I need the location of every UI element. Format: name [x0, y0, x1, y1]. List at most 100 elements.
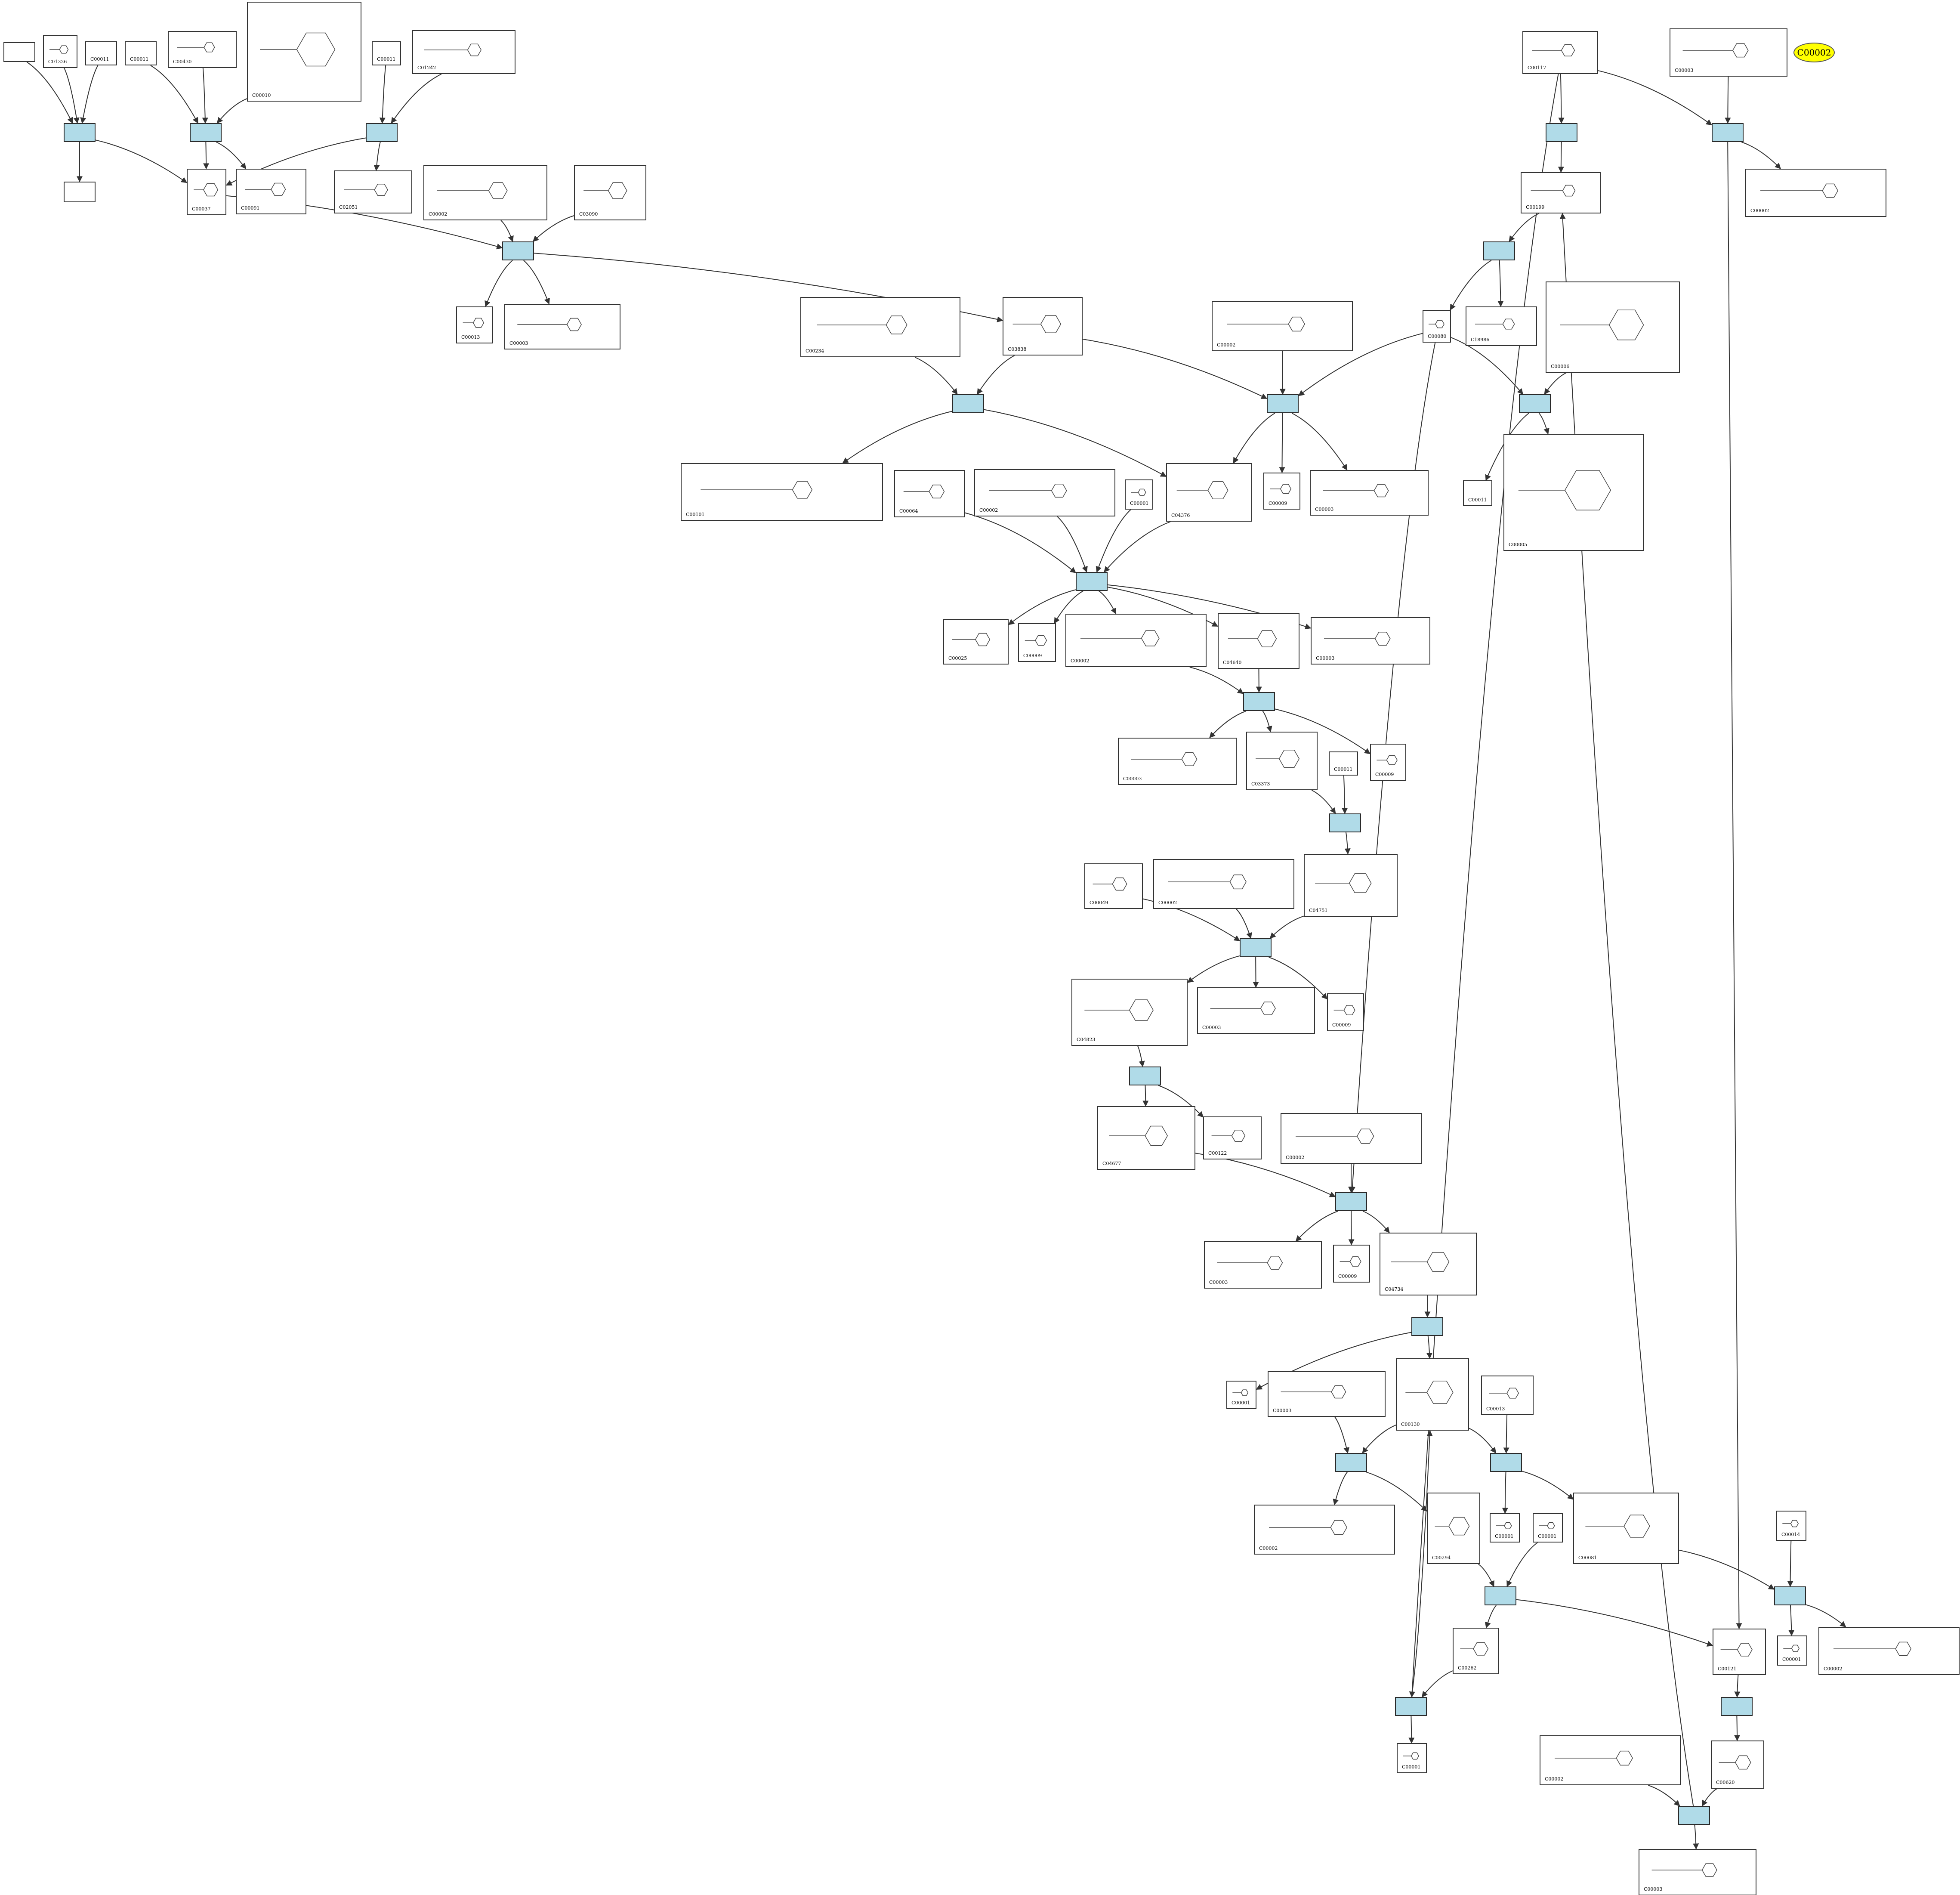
compound-node[interactable]: C00001 [1533, 1513, 1563, 1543]
structure-diagram-icon [1719, 1755, 1751, 1770]
compound-node[interactable]: C00002 [974, 469, 1115, 516]
compound-node[interactable]: C00009 [1370, 744, 1406, 781]
compound-node[interactable]: C00003 [1268, 1371, 1386, 1417]
compound-node[interactable]: C00013 [1481, 1376, 1534, 1415]
reaction-node[interactable] [1335, 1192, 1367, 1211]
reaction-node[interactable] [1483, 241, 1515, 260]
reaction-node[interactable] [1395, 1697, 1427, 1716]
compound-node[interactable]: C00091 [236, 169, 306, 214]
compound-node[interactable]: C01242 [412, 30, 515, 74]
reaction-node[interactable] [1129, 1067, 1161, 1085]
compound-node[interactable]: C00011 [125, 41, 157, 65]
compound-node[interactable]: C00001 [1125, 479, 1153, 510]
compound-node[interactable]: C00003 [1197, 987, 1315, 1034]
reaction-node[interactable] [1546, 123, 1577, 142]
reaction-node[interactable] [1712, 123, 1744, 142]
reaction-node[interactable] [1485, 1586, 1516, 1605]
compound-node[interactable]: C00003 [1310, 470, 1429, 516]
compound-node[interactable]: C00011 [372, 41, 401, 65]
reaction-node[interactable] [190, 123, 222, 142]
reaction-node[interactable] [1076, 572, 1108, 591]
reaction-node[interactable] [1267, 394, 1299, 413]
compound-node[interactable] [64, 182, 96, 202]
reaction-node[interactable] [366, 123, 398, 142]
compound-node[interactable]: C00003 [1118, 738, 1237, 785]
compound-node[interactable]: C00121 [1713, 1629, 1766, 1675]
compound-node[interactable]: C00001 [1490, 1513, 1520, 1543]
reaction-node[interactable] [1774, 1586, 1806, 1605]
highlight-compound-marker[interactable]: C00002 [1793, 43, 1835, 62]
compound-node[interactable]: C00009 [1327, 993, 1364, 1031]
compound-node[interactable] [3, 42, 35, 62]
compound-node[interactable]: C00080 [1423, 310, 1451, 343]
reaction-node[interactable] [64, 123, 96, 142]
reaction-node[interactable] [502, 241, 534, 260]
reaction-node[interactable] [1490, 1453, 1522, 1472]
compound-node[interactable]: C00009 [1018, 623, 1056, 662]
compound-node[interactable]: C03090 [574, 165, 646, 220]
compound-node[interactable]: C00234 [800, 297, 960, 357]
compound-node[interactable]: C00064 [894, 470, 965, 517]
compound-node[interactable]: C00620 [1711, 1740, 1764, 1789]
compound-node[interactable]: C00025 [943, 619, 1009, 665]
compound-node[interactable]: C00002 [1254, 1505, 1395, 1555]
reaction-node[interactable] [952, 394, 984, 413]
compound-node[interactable]: C00009 [1263, 473, 1300, 510]
compound-node[interactable]: C04734 [1380, 1233, 1477, 1295]
reaction-node[interactable] [1678, 1806, 1710, 1825]
compound-node[interactable]: C00013 [456, 306, 493, 343]
compound-node[interactable]: C00002 [1212, 301, 1353, 351]
compound-node[interactable]: C00009 [1333, 1245, 1370, 1283]
compound-node[interactable]: C02051 [334, 170, 412, 213]
reaction-node[interactable] [1335, 1453, 1367, 1472]
compound-node[interactable]: C00122 [1203, 1116, 1262, 1159]
compound-node[interactable]: C04823 [1071, 979, 1188, 1046]
compound-node[interactable]: C00294 [1427, 1493, 1480, 1564]
compound-node[interactable]: C00037 [187, 169, 226, 215]
reaction-node[interactable] [1519, 394, 1551, 413]
compound-node[interactable]: C00003 [1639, 1849, 1756, 1895]
compound-node[interactable]: C00002 [1065, 614, 1207, 667]
compound-node[interactable]: C04751 [1304, 854, 1398, 917]
compound-node[interactable]: C04677 [1097, 1106, 1195, 1170]
compound-node[interactable]: C00101 [681, 463, 883, 521]
compound-node[interactable]: C00117 [1522, 31, 1598, 74]
compound-node[interactable]: C00011 [1329, 751, 1358, 776]
compound-node[interactable]: C00010 [247, 2, 361, 102]
compound-node[interactable]: C03838 [1003, 297, 1083, 356]
reaction-node[interactable] [1329, 813, 1361, 832]
compound-node[interactable]: C00002 [1818, 1627, 1960, 1675]
compound-node[interactable]: C00001 [1777, 1635, 1807, 1666]
compound-node[interactable]: C00001 [1397, 1743, 1427, 1773]
compound-node[interactable]: C00003 [504, 304, 620, 349]
compound-node[interactable]: C00003 [1311, 617, 1430, 665]
compound-node[interactable]: C00014 [1776, 1511, 1806, 1541]
reaction-node[interactable] [1411, 1317, 1443, 1336]
compound-node[interactable]: C04376 [1166, 463, 1252, 522]
compound-node[interactable]: C00002 [1281, 1113, 1422, 1164]
compound-node[interactable]: C00430 [168, 31, 237, 68]
compound-node[interactable]: C00003 [1204, 1241, 1322, 1289]
compound-node[interactable]: C04640 [1218, 613, 1299, 669]
compound-node[interactable]: C00006 [1546, 281, 1680, 373]
compound-node[interactable]: C00001 [1226, 1381, 1256, 1409]
reaction-node[interactable] [1721, 1697, 1753, 1716]
compound-node[interactable]: C00081 [1573, 1493, 1679, 1564]
reaction-node[interactable] [1240, 938, 1272, 957]
compound-node[interactable]: C03373 [1246, 732, 1318, 790]
compound-node[interactable]: C00003 [1670, 28, 1787, 77]
compound-node[interactable]: C00199 [1521, 172, 1601, 213]
compound-node[interactable]: C00262 [1453, 1628, 1499, 1674]
compound-node[interactable]: C00002 [1540, 1735, 1681, 1785]
compound-node[interactable]: C00049 [1084, 863, 1143, 909]
compound-node[interactable]: C00002 [1745, 169, 1886, 217]
reaction-node[interactable] [1243, 692, 1275, 711]
compound-node[interactable]: C00130 [1396, 1358, 1469, 1431]
compound-node[interactable]: C18986 [1466, 306, 1537, 346]
compound-node[interactable]: C00005 [1503, 434, 1644, 551]
compound-node[interactable]: C01326 [43, 35, 77, 68]
compound-node[interactable]: C00002 [1153, 859, 1294, 909]
compound-node[interactable]: C00002 [423, 165, 547, 220]
compound-node[interactable]: C00011 [1463, 480, 1492, 506]
compound-node[interactable]: C00011 [85, 41, 117, 65]
